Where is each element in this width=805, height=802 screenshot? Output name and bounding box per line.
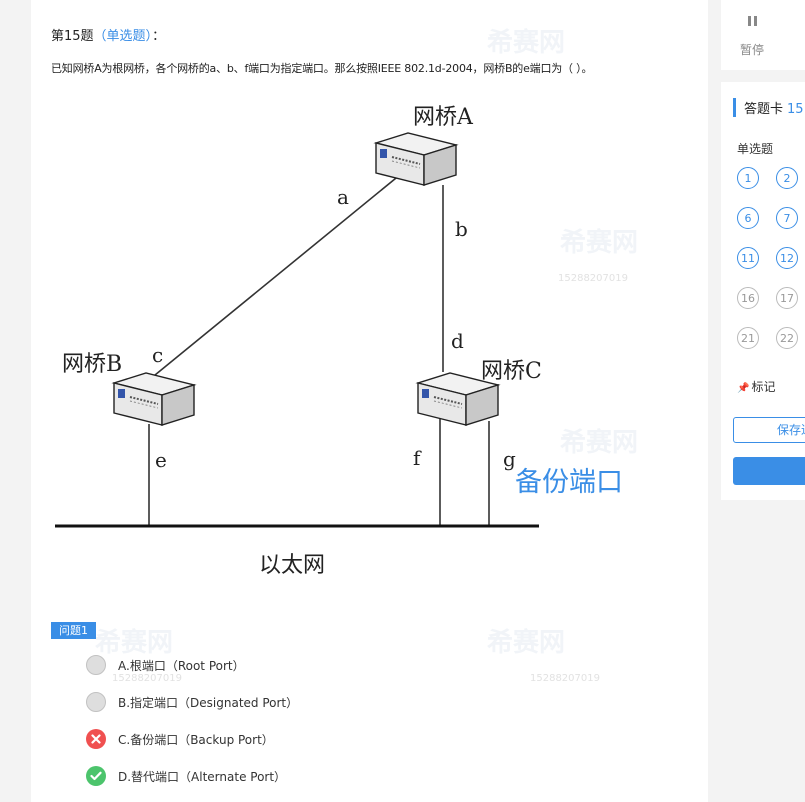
port-c-label: c [152, 343, 163, 367]
question-text: 已知网桥A为根网桥，各个网桥的a、b、f端口为指定端口。那么按照IEEE 802… [51, 62, 593, 75]
network-diagram: 网桥A 网桥B 网桥C a b c d e f g 以太网 备份端口 [55, 105, 623, 578]
pause-label: 暂停 [740, 43, 765, 57]
option-d-label: D.替代端口（Alternate Port） [118, 769, 287, 784]
question-number-button[interactable]: 2 [776, 167, 798, 189]
pin-icon: 📌 [737, 383, 750, 394]
port-f-label: f [413, 446, 422, 470]
question-number-button[interactable]: 7 [776, 207, 798, 229]
port-b-label: b [455, 217, 468, 241]
option-a[interactable]: A.根端口（Root Port） [86, 654, 245, 676]
submit-button[interactable] [733, 457, 805, 485]
port-a-label: a [337, 185, 349, 209]
question-number: 第15题 [51, 29, 94, 44]
bridge-c-label: 网桥C [481, 359, 542, 384]
option-c-label: C.备份端口（Backup Port） [118, 732, 274, 747]
correct-check-icon[interactable] [86, 766, 106, 786]
question-colon: ： [152, 29, 166, 44]
radio-unselected-icon[interactable] [86, 692, 106, 712]
pause-icon[interactable] [748, 16, 758, 26]
question-number-button[interactable]: 12 [776, 247, 798, 269]
port-d-label: d [451, 329, 464, 353]
question-number-button[interactable]: 22 [776, 327, 798, 349]
option-b-label: B.指定端口（Designated Port） [118, 695, 299, 710]
question-number-button[interactable]: 21 [737, 327, 759, 349]
question-number-button[interactable]: 6 [737, 207, 759, 229]
question-header: 第15题（单选题）： [51, 25, 165, 44]
ethernet-label: 以太网 [259, 553, 325, 578]
link-a-c [143, 173, 402, 385]
question-number-button[interactable]: 17 [776, 287, 798, 309]
radio-unselected-icon[interactable] [86, 655, 106, 675]
answer-card-count: 15 [787, 102, 804, 117]
option-b[interactable]: B.指定端口（Designated Port） [86, 691, 298, 713]
option-d[interactable]: D.替代端口（Alternate Port） [86, 765, 286, 787]
save-progress-button[interactable]: 保存进度 [733, 417, 805, 443]
question-number-button[interactable]: 1 [737, 167, 759, 189]
sub-question-tag: 问题1 [51, 622, 96, 639]
bridge-a-icon [375, 132, 457, 186]
mark-toggle[interactable]: 📌标记 [737, 378, 775, 395]
pause-control[interactable]: 暂停 [721, 0, 805, 70]
section-label: 单选题 [737, 142, 774, 156]
option-c[interactable]: C.备份端口（Backup Port） [86, 728, 274, 750]
answer-card-title-text: 答题卡 [744, 102, 784, 117]
port-g-label: g [503, 447, 516, 471]
port-e-label: e [155, 448, 167, 472]
bridge-b-label: 网桥B [62, 352, 122, 377]
wrong-x-icon[interactable] [86, 729, 106, 749]
question-number-button[interactable]: 11 [737, 247, 759, 269]
question-number-button[interactable]: 16 [737, 287, 759, 309]
bridge-a-label: 网桥A [413, 105, 474, 130]
bridge-b-icon [113, 372, 195, 426]
option-a-label: A.根端口（Root Port） [118, 658, 245, 673]
backup-port-annotation: 备份端口 [515, 467, 623, 498]
mark-label: 标记 [751, 380, 776, 394]
question-type: （单选题） [93, 29, 153, 44]
